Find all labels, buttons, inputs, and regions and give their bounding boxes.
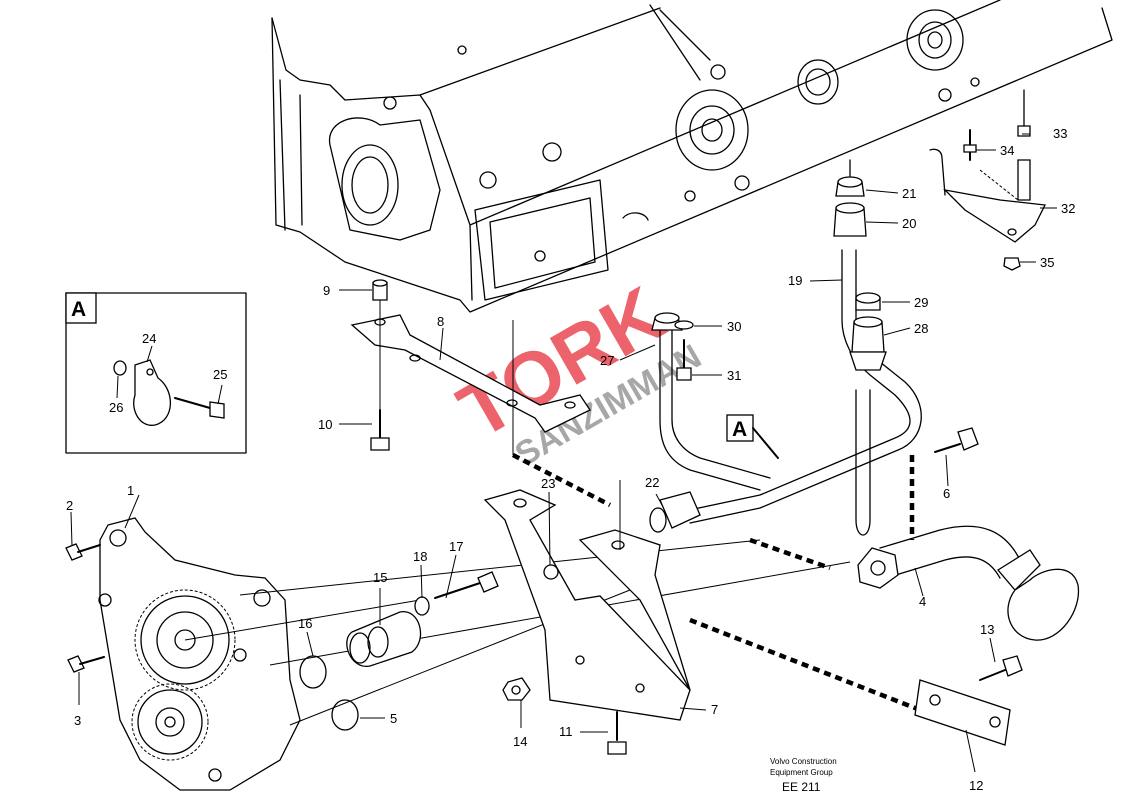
callout-8: 8 [437,314,444,329]
bracket-32 [929,148,1046,243]
callout-27: 27 [600,353,614,368]
nut-14 [502,677,531,701]
bolt-3 [67,655,105,673]
bolt-11 [607,711,627,755]
callout-26: 26 [109,400,123,415]
callout-28: 28 [914,321,928,336]
o-ring-5 [331,699,359,731]
detail-box-a: A [65,292,247,454]
callout-23: 23 [541,476,555,491]
dashed-lines [379,300,921,713]
callout-1: 1 [127,483,134,498]
callout-30: 30 [727,319,741,334]
bolt-34 [963,129,977,161]
callout-32: 32 [1061,201,1075,216]
callout-9: 9 [323,283,330,298]
callout-6: 6 [943,486,950,501]
callout-11: 11 [559,724,573,739]
nut-33 [1017,89,1031,137]
callout-22: 22 [645,475,659,490]
bolt-31 [676,339,692,381]
callout-25: 25 [213,367,227,382]
fitting-20-21 [833,159,867,237]
callout-7: 7 [711,702,718,717]
oil-pump [98,517,301,791]
callout-10: 10 [318,417,332,432]
fitting-22 [649,491,701,533]
callout-12: 12 [969,778,983,793]
callout-2: 2 [66,498,73,513]
pipe-19-27 [651,249,922,536]
callout-5: 5 [390,711,397,726]
nut-35 [1003,257,1021,271]
o-ring-16 [299,655,327,689]
bolt-10 [370,409,390,451]
callout-33: 33 [1053,126,1067,141]
callout-31: 31 [727,368,741,383]
leader-lines [70,133,1057,773]
washer-30 [674,320,694,330]
callout-numbers: 1 2 3 4 5 6 7 8 9 10 11 12 13 14 15 16 1… [66,126,1075,793]
bracket-7 [483,489,691,721]
footer: Volvo Construction Equipment Group EE 21… [770,757,837,794]
bolt-13 [979,655,1023,681]
engine-block [271,0,1113,313]
bolt-6 [934,427,979,453]
bolt-17 [434,571,499,599]
callout-24: 24 [142,331,156,346]
callout-34: 34 [1000,143,1014,158]
callout-18: 18 [413,549,427,564]
callout-19: 19 [788,273,802,288]
callout-4: 4 [919,594,926,609]
callout-20: 20 [902,216,916,231]
detail-label-text: A [732,418,747,441]
callout-35: 35 [1040,255,1054,270]
callout-17: 17 [449,539,463,554]
detail-label-a: A [726,414,779,459]
spacer-9 [372,279,388,301]
callout-3: 3 [74,713,81,728]
callout-13: 13 [980,622,994,637]
pipe-4-strainer [857,525,1080,641]
callout-16: 16 [298,616,312,631]
footer-line-1: Volvo Construction [770,757,837,766]
footer-line-2: Equipment Group [770,768,833,777]
callout-21: 21 [902,186,916,201]
callout-29: 29 [914,295,928,310]
callout-15: 15 [373,570,387,585]
pipe-fitting-15 [346,611,422,667]
detail-box-label: A [71,298,86,321]
callout-14: 14 [513,734,527,749]
footer-code: EE 211 [782,780,821,794]
bolt-2 [65,543,101,561]
plate-12 [914,679,1011,746]
washer-18 [414,596,430,616]
fitting-28-29 [849,292,887,371]
